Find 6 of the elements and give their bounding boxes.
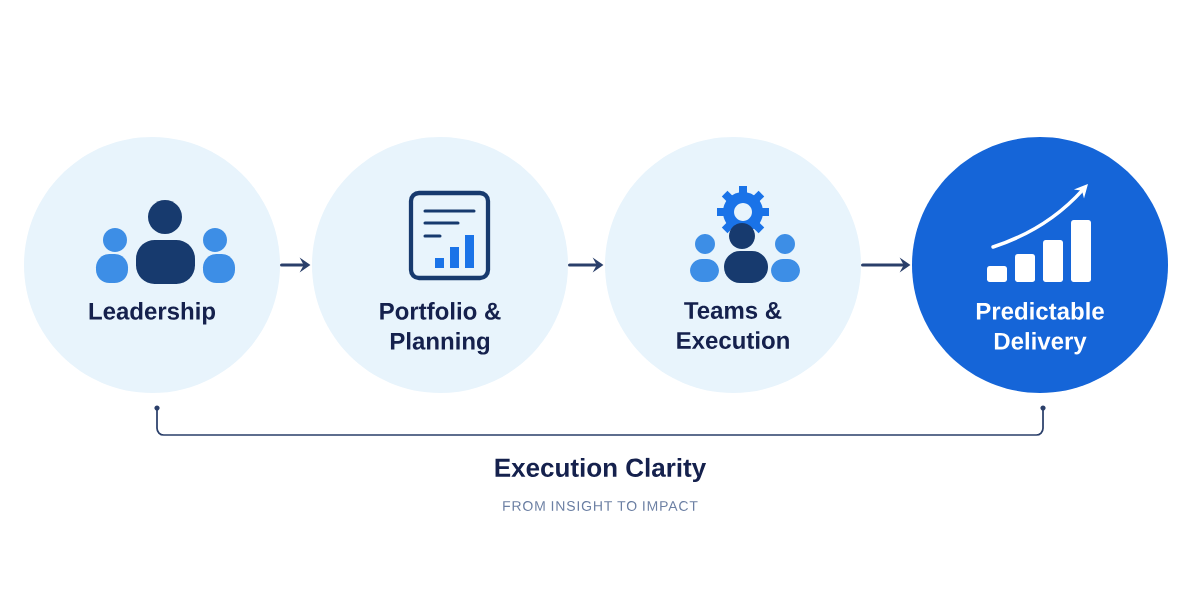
heading: Execution Clarity [495,457,707,483]
people-icon [96,200,235,284]
team-gear-icon [690,186,800,283]
report-icon [408,190,491,281]
tagline: FROM INSIGHT TO IMPACT [503,501,698,511]
growth-chart-icon [987,184,1091,282]
